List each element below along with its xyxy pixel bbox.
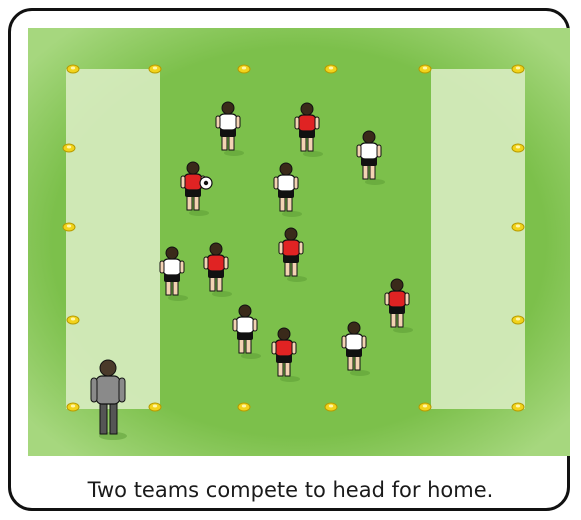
cone-icon (419, 65, 431, 73)
cone-icon (512, 65, 524, 73)
cone-icon (238, 403, 250, 411)
cone-icon (325, 65, 337, 73)
cone-icon (325, 403, 337, 411)
cone-icon (149, 403, 161, 411)
field-area (16, 16, 570, 454)
cone-icon (512, 223, 524, 231)
cone-icon (419, 403, 431, 411)
cone-icon (512, 316, 524, 324)
diagram-caption: Two teams compete to head for home. (0, 478, 581, 502)
cone-icon (67, 65, 79, 73)
home-zone-right (431, 69, 525, 409)
cone-icon (63, 144, 75, 152)
cone-icon (67, 316, 79, 324)
cone-icon (149, 65, 161, 73)
cone-icon (238, 65, 250, 73)
pitch-diagram (16, 16, 570, 454)
cone-icon (512, 144, 524, 152)
home-zone-left (66, 69, 160, 409)
cone-icon (512, 403, 524, 411)
cone-icon (67, 403, 79, 411)
cone-icon (63, 223, 75, 231)
soccer-ball-icon (200, 177, 212, 189)
